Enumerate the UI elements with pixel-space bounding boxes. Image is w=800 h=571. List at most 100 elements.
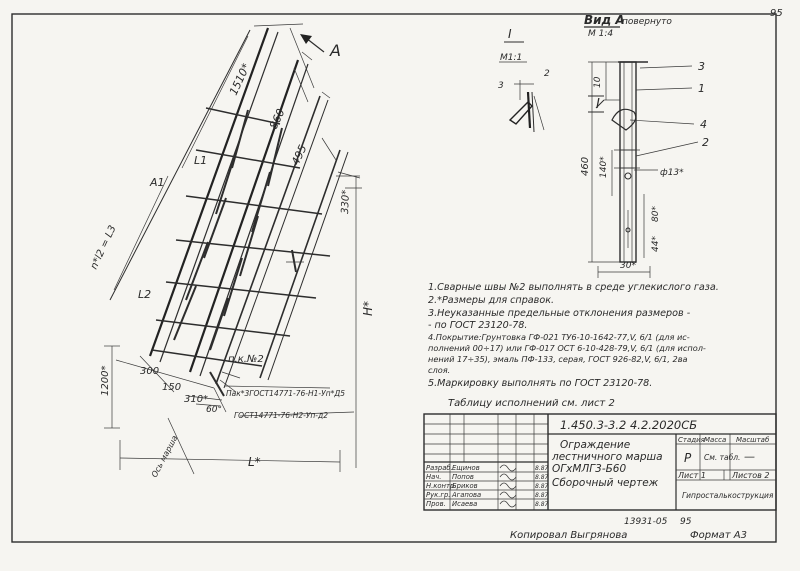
section-dim-3: 3 [498, 81, 504, 91]
signature-name: Агапова [451, 491, 481, 499]
post [205, 107, 281, 125]
archive-page: 95 [680, 517, 692, 527]
position-4: 4 [700, 118, 707, 131]
dim-nxl2: n*l2 = L3 [89, 224, 119, 271]
signature-role: Разраб. [426, 464, 453, 472]
table-reference: Таблицу исполнений см. лист 2 [448, 397, 615, 409]
drawing-name-line: Ограждение [560, 439, 630, 451]
sheet-frame [11, 13, 777, 543]
archive-number: 13931-05 [624, 517, 668, 527]
view-a-dim-44: 44* [651, 236, 661, 252]
dim-height: H* [361, 301, 375, 316]
view-a-scale: М 1:4 [588, 29, 613, 39]
signature-date: 8.87 [535, 465, 549, 472]
signature-date: 8.87 [535, 483, 549, 490]
signature-date: 8.87 [535, 501, 549, 508]
copied-by: Копировал Выгрянова [510, 530, 627, 541]
middle-rail [215, 95, 321, 385]
drawing-name-line: лестничного марша [551, 451, 663, 463]
scale-value: — [744, 450, 755, 463]
note-line: 4.Покрытие:Грунтовка ГФ-021 ТУ6-10-1642-… [428, 332, 690, 342]
dim-310: 310* [184, 394, 208, 405]
railing-main-view: 1510* 860 495 330* A1 L1 L2 n*l2 = L3 H*… [89, 23, 375, 479]
note-line: - по ГОСТ 23120-78. [428, 320, 527, 331]
col-head-mass: Масса [704, 436, 726, 444]
dim-l2: L2 [138, 288, 151, 301]
view-a-dim-460: 460 [580, 157, 591, 176]
view-a-dim-10: 10 [593, 76, 603, 88]
position-2: 2 [702, 136, 709, 149]
section-profile [508, 101, 533, 125]
flight-axis-line [167, 417, 195, 475]
post [155, 319, 291, 337]
dim-330: 330* [340, 190, 352, 214]
note-line: нений 17÷35), эмаль ПФ-133, серая, ГОСТ … [428, 354, 688, 364]
signature-role: Нач. [426, 473, 441, 481]
handrail-outer [148, 27, 270, 357]
view-arrow-a [305, 37, 325, 53]
view-a-dim-30: 30* [620, 261, 636, 271]
mass-value: См. табл. [704, 453, 740, 462]
weld-callout: п.к.№2 [228, 354, 264, 365]
section-scale: М1:1 [500, 53, 522, 63]
signature-name: Бриков [452, 482, 478, 490]
section-mark: I [508, 27, 512, 41]
signature-role: Н.контр. [426, 482, 456, 490]
dim-a1: A1 [149, 176, 165, 189]
signature-name: Исаева [452, 500, 477, 508]
bottom-rail [259, 149, 341, 379]
drawing-name-line: Сборочный чертеж [552, 477, 659, 489]
handrail-upper [188, 59, 300, 373]
dim-495: 495 [289, 143, 310, 168]
dim-300: 300 [140, 366, 159, 377]
dim-l1: L1 [194, 154, 207, 167]
position-3: 3 [698, 60, 705, 73]
signature-date: 8.87 [535, 492, 549, 499]
dim-l: L* [248, 455, 261, 469]
dim-150: 150 [162, 382, 181, 393]
col-head-scale: Масштаб [736, 436, 770, 444]
view-a-bracket [611, 108, 637, 131]
signature-role: Пров. [426, 500, 446, 508]
sheet-footer: 13931-05 95 Копировал Выгрянова Формат А… [510, 517, 747, 541]
view-a-title: Вид А [584, 13, 625, 27]
note-line: 2.*Размеры для справок. [428, 295, 554, 306]
view-a-note: повернуто [622, 17, 672, 27]
flight-axis-label: Ось марша [150, 434, 180, 479]
signature-date: 8.87 [535, 474, 549, 481]
view-a: Вид А повернуто М 1:4 I [580, 13, 709, 278]
view-a-dim-140: 140* [599, 156, 609, 178]
dimension-line-a1 [109, 29, 251, 301]
dim-860: 860 [267, 107, 288, 132]
sheet-count: Листов 2 [731, 471, 770, 480]
position-1: 1 [698, 82, 705, 95]
signature-name: Ещинов [452, 464, 480, 472]
length-dimension-line [119, 457, 341, 463]
section-i-view: I М1:1 2 3 [498, 27, 550, 133]
sheet-number: Лист 1 [677, 471, 706, 480]
stage-value: Р [684, 451, 692, 465]
post [151, 349, 263, 367]
note-line: 5.Маркировку выполнять по ГОСТ 23120-78. [428, 378, 652, 389]
col-head-stage: Стадия [678, 436, 705, 444]
general-notes: 1.Сварные швы №2 выполнять в среде углек… [428, 282, 719, 409]
signature-name: Попов [452, 473, 474, 481]
drawing-designation: 1.450.3-3.2 4.2.2020СБ [560, 418, 697, 432]
note-line: 1.Сварные швы №2 выполнять в среде углек… [428, 282, 719, 293]
organization: Гипросталькострукция [682, 491, 774, 500]
title-block: 1.450.3-3.2 4.2.2020СБ Ограждение лестни… [423, 413, 777, 511]
view-a-dim-80: 80* [651, 206, 661, 222]
page-number: 95 [770, 8, 783, 19]
post [185, 195, 323, 215]
section-dim-2: 2 [544, 69, 550, 79]
dim-angle: 60° [206, 405, 222, 415]
weld-spec-b: ГОСТ14771-76-Н2-Уп-д2 [234, 411, 328, 420]
note-line: слоя. [428, 365, 450, 375]
post [195, 149, 301, 169]
section-callout: I [596, 97, 600, 112]
weld-spec-a: Пак*3ГОСТ14771-76-Н1-Уп*Д5 [226, 389, 345, 398]
view-a-diameter: ф13* [660, 168, 684, 178]
paper-format: Формат А3 [690, 530, 747, 541]
note-line: полнений 00÷17) или ГФ-017 ОСТ 6-10-428-… [428, 343, 706, 353]
